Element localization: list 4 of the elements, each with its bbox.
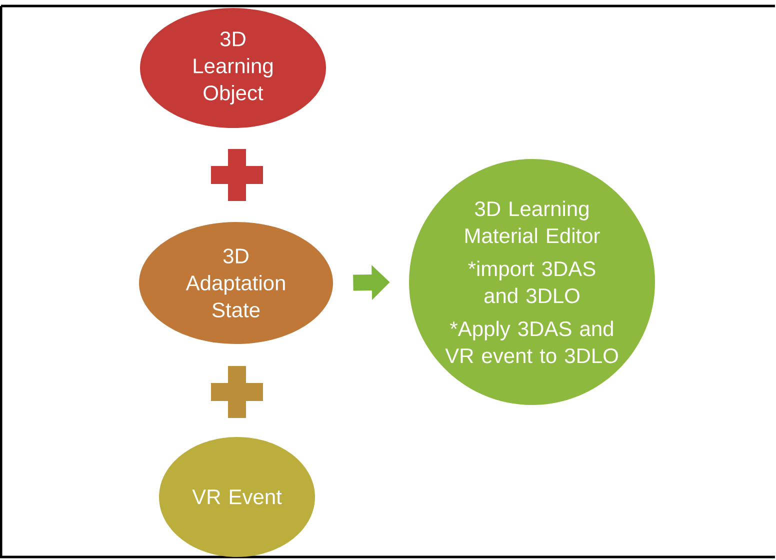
ellipse-node: 3D Adaptation State	[139, 222, 333, 344]
ellipse-node: 3D Learning Object	[140, 8, 326, 128]
circle-node: 3D Learning Material Editor *import 3DAS and 3DLO *Apply 3DAS and VR event to 3DLO	[409, 159, 655, 405]
ellipse-node: VR Event	[159, 437, 315, 557]
